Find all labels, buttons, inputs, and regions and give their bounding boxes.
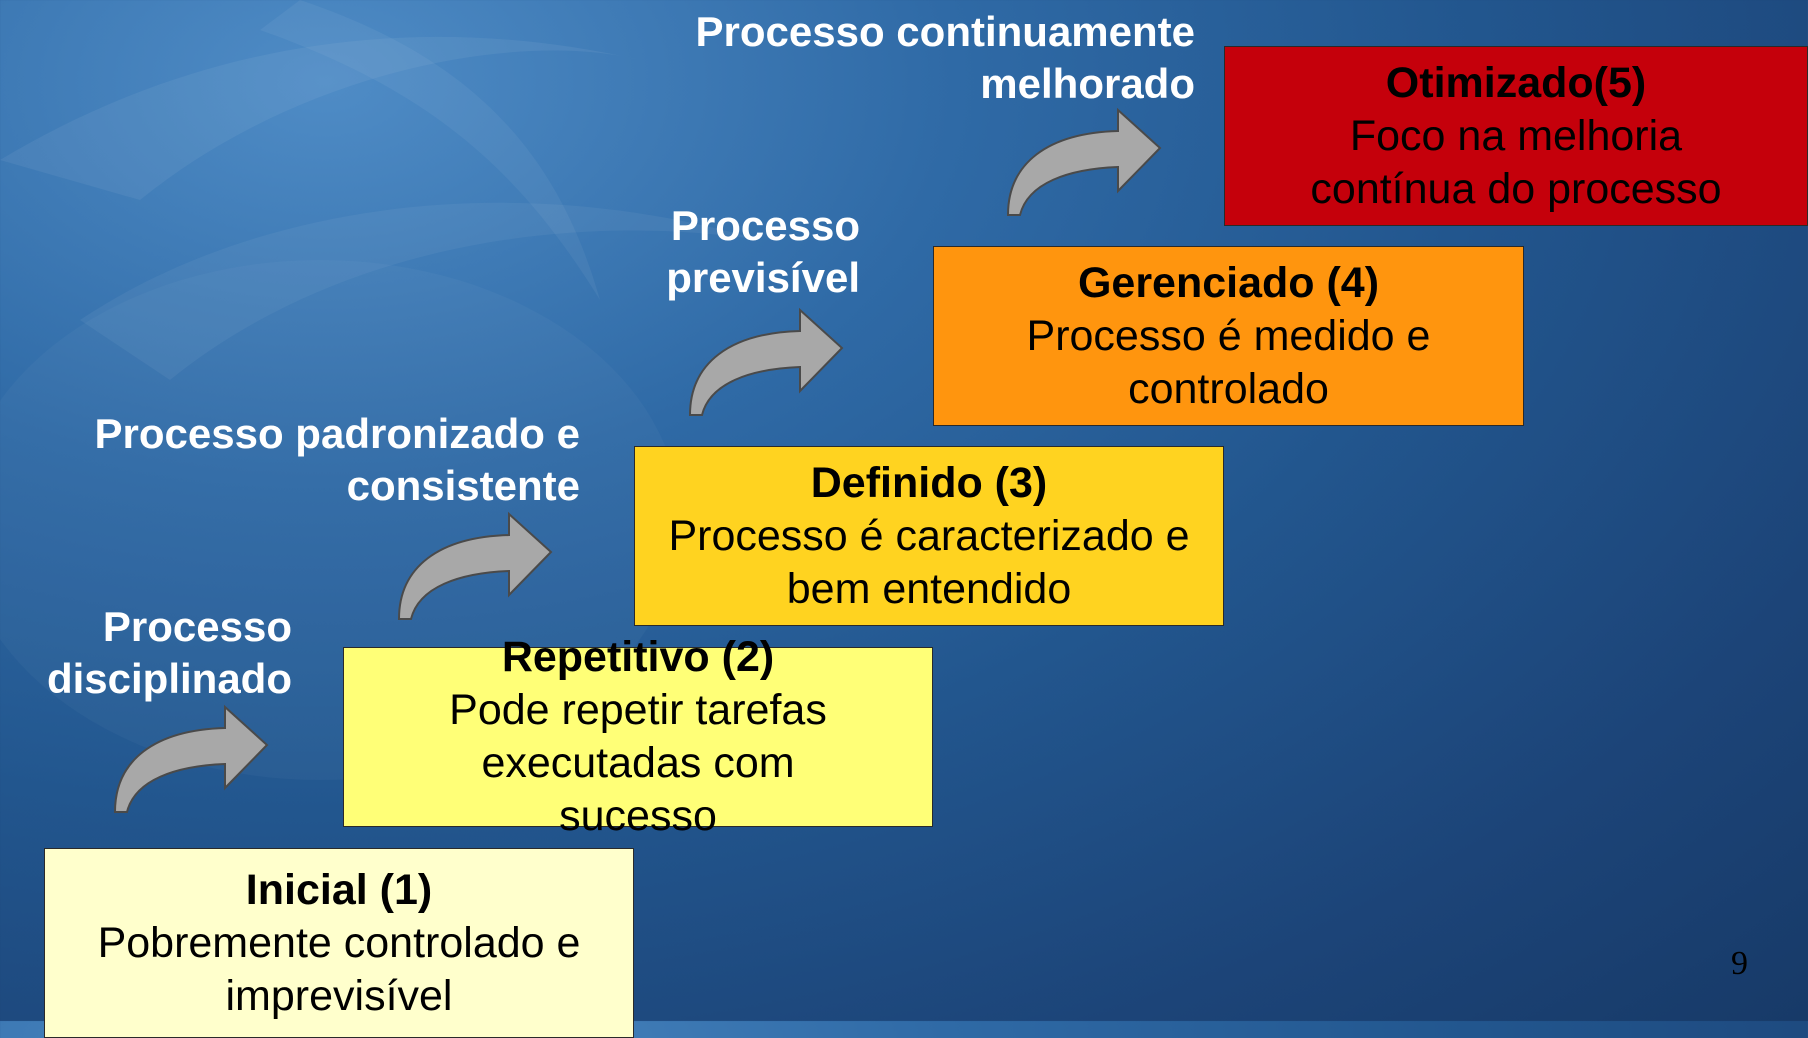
stage-description: Processo é caracterizado e bem entendido — [668, 511, 1190, 613]
stage-description: Pobremente controlado e imprevisível — [97, 918, 581, 1020]
transition-label-previsivel: Processo previsível — [666, 202, 860, 301]
stage-box-otimizado: Otimizado(5) Foco na melhoria contínua d… — [1224, 46, 1808, 226]
stage-box-gerenciado: Gerenciado (4) Processo é medido e contr… — [933, 246, 1524, 426]
stage-title: Definido (3) — [810, 458, 1048, 507]
stage-box-repetitivo: Repetitivo (2) Pode repetir tarefas exec… — [343, 633, 933, 840]
stage-description: Pode repetir tarefas executadas com suce… — [449, 686, 827, 840]
curved-arrow-icon — [1006, 107, 1162, 216]
curved-arrow-icon — [397, 511, 553, 620]
transition-label-melhorado: Processo continuamente melhorado — [695, 8, 1195, 107]
curved-arrow-icon — [113, 704, 269, 813]
stage-description: Processo é medido e controlado — [1026, 311, 1431, 413]
stage-box-definido: Definido (3) Processo é caracterizado e … — [634, 446, 1224, 626]
transition-label-padronizado: Processo padronizado e consistente — [94, 410, 580, 509]
stage-title: Inicial (1) — [245, 865, 433, 914]
stage-title: Gerenciado (4) — [1077, 258, 1380, 307]
curved-arrow-icon — [688, 307, 844, 416]
stage-title: Repetitivo (2) — [501, 633, 775, 681]
stage-box-inicial: Inicial (1) Pobremente controlado e impr… — [44, 848, 634, 1038]
transition-label-disciplinado: Processo disciplinado — [46, 603, 292, 702]
page-number: 9 — [1731, 945, 1748, 982]
stage-title: Otimizado(5) — [1385, 58, 1647, 107]
stage-description: Foco na melhoria contínua do processo — [1310, 111, 1722, 213]
